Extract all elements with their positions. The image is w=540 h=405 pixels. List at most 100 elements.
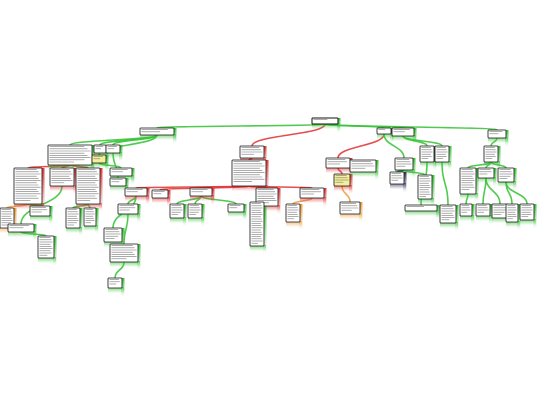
node-l4-d[interactable] [83, 207, 97, 227]
branch-fade-l2-i [435, 161, 451, 167]
branch-fade-l3-k [340, 213, 362, 219]
branch-fade-l2-m [478, 177, 496, 183]
branch-tail-l2-l [475, 168, 479, 202]
branch-fade-root [312, 123, 340, 129]
branch-fade-l4-b [30, 215, 52, 221]
branch-tail-l2-e [265, 160, 269, 194]
node-l3-t[interactable] [439, 204, 457, 224]
branch-fade-l3-p [492, 217, 510, 223]
branch-tail-l4-k [137, 244, 141, 270]
branch-tail-l3-o [489, 204, 493, 224]
branch-tail-l3-k [359, 202, 363, 222]
branch-fade-l2-h [420, 161, 436, 167]
branch-fade-l4-i [188, 217, 204, 223]
node-l3-a[interactable] [13, 167, 43, 205]
branch-tail-l3-j [375, 160, 379, 180]
node-l4-k[interactable] [109, 243, 139, 263]
branch-fade-l2-n [498, 181, 516, 187]
branch-fade-l1-left [140, 134, 176, 140]
branch-tail-l4-a [13, 208, 17, 236]
branch-fade-l4-f [118, 213, 140, 219]
branch-fade-l1-right-a [377, 133, 393, 139]
connector-l2-i-to-l3-t [441, 161, 449, 206]
node-l4-m[interactable] [249, 201, 265, 247]
branch-fade-l4-j [228, 211, 246, 217]
branch-tail-l3-r [533, 204, 537, 228]
branch-fade-l3-f [190, 195, 214, 201]
branch-tail-l4-d [95, 208, 99, 234]
node-l3-s[interactable] [404, 204, 438, 212]
branch-fade-l3-l [390, 183, 406, 189]
branch-fade-l3-o [476, 215, 492, 221]
node-l2-n[interactable] [497, 167, 515, 183]
node-l3-c[interactable] [75, 167, 101, 205]
node-l3-q[interactable] [505, 203, 519, 223]
branch-fade-l2-l [460, 193, 478, 199]
branch-fade-l3-u [66, 227, 82, 233]
branch-fade-l3-t [440, 222, 458, 228]
branch-tail-l3-m [431, 175, 435, 207]
node-l3-h[interactable] [255, 187, 279, 207]
node-l4-g[interactable] [103, 227, 123, 243]
branch-tail-l4-n [299, 204, 303, 230]
branch-tail-l2-n [513, 168, 517, 190]
branch-tail-l4-m [263, 202, 267, 254]
branch-tail-l3-t [455, 205, 459, 231]
node-l4-h[interactable] [169, 203, 185, 219]
branch-fade-l3-n [460, 215, 474, 221]
node-l4-n[interactable] [285, 203, 301, 223]
branch-fade-l3-s [405, 210, 439, 216]
branch-fade-l3-g [152, 197, 170, 203]
node-l1-right-a[interactable] [376, 127, 392, 135]
branch-fade-l2-a [48, 164, 94, 170]
branch-tail-l2-i [448, 146, 452, 170]
branch-fade-l3-a [14, 203, 44, 209]
branch-fade-l2-c [92, 162, 108, 168]
node-l4-l[interactable] [107, 277, 123, 289]
branch-fade-l3-r [520, 219, 536, 225]
branch-fade-l3-c [76, 203, 102, 209]
branch-fade-l3-e [125, 195, 149, 201]
branch-fade-l2-e [232, 185, 268, 191]
node-l4-b[interactable] [29, 205, 51, 217]
branch-fade-l2-f [326, 167, 352, 173]
branch-tail-l4-e [53, 236, 57, 266]
branch-tail-l3-b [73, 168, 77, 194]
node-root[interactable] [311, 117, 339, 125]
branch-tail-l2-j [349, 174, 353, 194]
branch-fade-l3-h [256, 205, 280, 211]
branch-tail-l2-k [497, 146, 501, 170]
branch-fade-l2-d [106, 152, 122, 158]
branch-fade-l3-v [110, 185, 128, 191]
node-l2-m[interactable] [477, 167, 495, 179]
branch-tail-l3-n [471, 204, 475, 224]
branch-fade-l4-e [38, 257, 56, 263]
branch-tail-l3-a [41, 168, 45, 212]
branch-fade-l2-j [334, 185, 352, 191]
node-l4-i[interactable] [187, 203, 203, 219]
branch-tail-l3-l [403, 172, 407, 192]
branch-fade-l4-h [170, 217, 186, 223]
branch-tail-l4-h [183, 204, 187, 226]
branch-tail-l3-q [517, 204, 521, 230]
branch-fade-l4-n [286, 221, 302, 227]
branch-fade-l4-k [110, 261, 140, 267]
branch-fade-l4-d [84, 225, 98, 231]
node-l4-f[interactable] [117, 203, 139, 215]
branch-tail-l1-mid [263, 146, 267, 166]
branch-fade-l4-l [108, 287, 124, 293]
node-l3-i[interactable] [299, 187, 325, 199]
branch-fade-l4-m [250, 245, 266, 251]
connector-root-to-l1-left [156, 123, 326, 129]
node-layer [0, 117, 535, 289]
branch-fade-l3-j [350, 171, 378, 177]
branch-fade-l2-k [484, 161, 500, 167]
branch-tail-l3-u [79, 208, 83, 236]
branch-tail-l2-g [412, 158, 416, 178]
node-l3-b[interactable] [49, 167, 75, 187]
branch-fade-l3-q [506, 221, 520, 227]
node-l4-e[interactable] [37, 235, 55, 259]
branch-fade-l4-c [8, 231, 36, 237]
